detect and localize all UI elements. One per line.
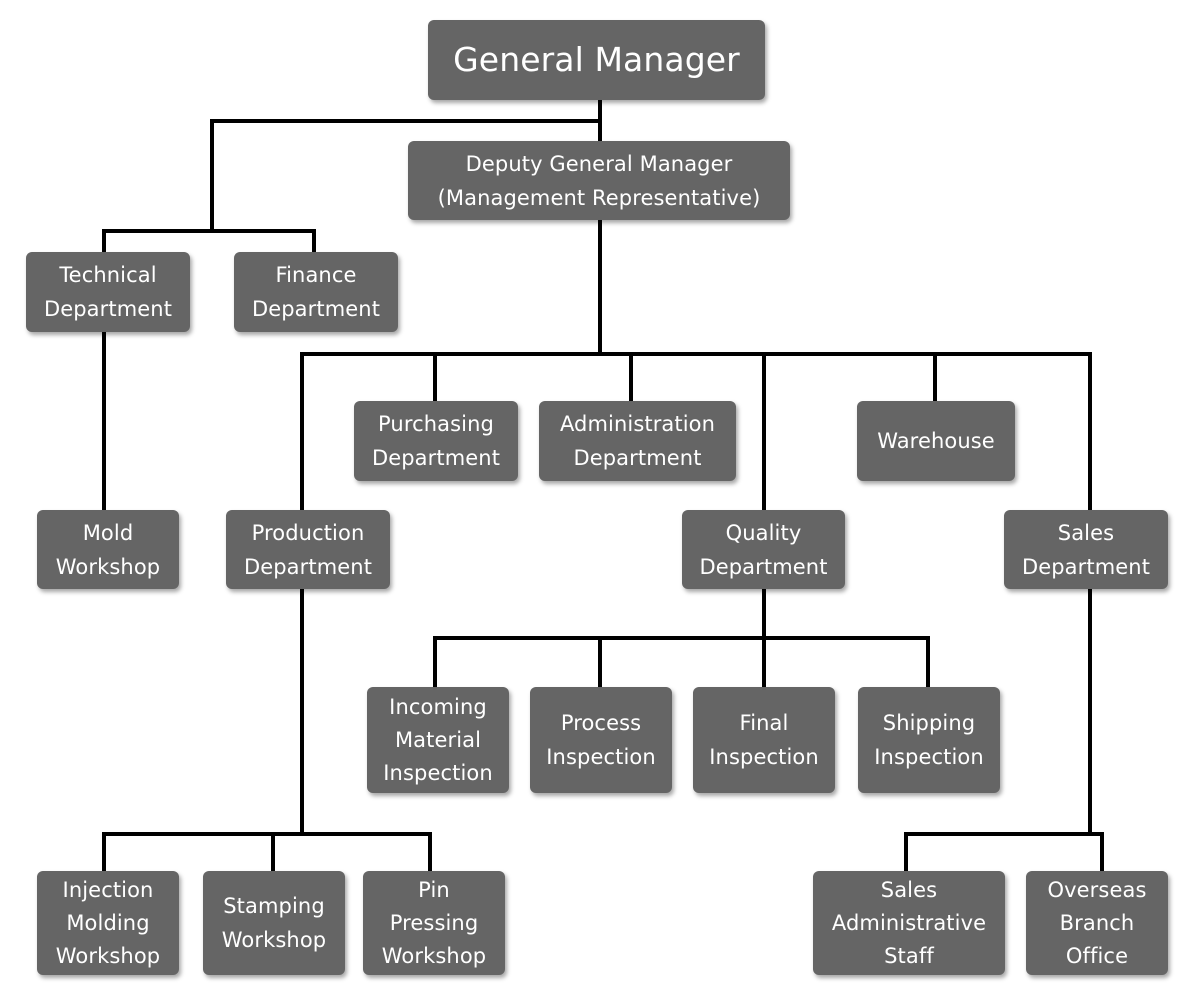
node-shipping-inspection: Shipping Inspection xyxy=(858,687,1000,793)
node-pin-pressing-workshop: Pin Pressing Workshop xyxy=(363,871,505,975)
sales-department-label: Sales Department xyxy=(1021,520,1151,579)
node-deputy-general-manager: Deputy General Manager (Management Repre… xyxy=(408,141,790,220)
node-overseas-branch-office: Overseas Branch Office xyxy=(1026,871,1168,975)
node-warehouse: Warehouse xyxy=(857,401,1015,481)
connector-main-bus xyxy=(300,352,1092,510)
connector-inspections-bus xyxy=(433,636,930,687)
mold-workshop-label: Mold Workshop xyxy=(55,520,161,579)
general-manager-label: General Manager xyxy=(453,40,740,79)
node-mold-workshop: Mold Workshop xyxy=(37,510,179,589)
node-technical-department: Technical Department xyxy=(26,252,190,332)
node-incoming-material-inspection: Incoming Material Inspection xyxy=(367,687,509,793)
finance-department-label: Finance Department xyxy=(251,263,381,321)
incoming-material-inspection-label: Incoming Material Inspection xyxy=(383,694,493,785)
production-department-label: Production Department xyxy=(243,520,373,579)
warehouse-label: Warehouse xyxy=(877,429,995,453)
connector-sales-bus xyxy=(904,832,1104,871)
node-administration-department: Administration Department xyxy=(539,401,736,481)
node-sales-administrative-staff: Sales Administrative Staff xyxy=(813,871,1005,975)
node-stamping-workshop: Stamping Workshop xyxy=(203,871,345,975)
connector-workshops-bus xyxy=(102,832,432,871)
node-final-inspection: Final Inspection xyxy=(693,687,835,793)
injection-molding-workshop-label: Injection Molding Workshop xyxy=(55,877,161,968)
stamping-workshop-label: Stamping Workshop xyxy=(221,894,327,952)
process-inspection-label: Process Inspection xyxy=(546,711,656,769)
deputy-general-manager-label: Deputy General Manager (Management Repre… xyxy=(437,151,761,210)
quality-department-label: Quality Department xyxy=(699,520,828,579)
connector-tech-finance-bus xyxy=(102,229,316,252)
node-general-manager: General Manager xyxy=(428,20,765,100)
node-finance-department: Finance Department xyxy=(234,252,398,332)
technical-department-label: Technical Department xyxy=(43,263,173,321)
node-quality-department: Quality Department xyxy=(682,510,845,589)
shipping-inspection-label: Shipping Inspection xyxy=(874,711,984,769)
sales-administrative-staff-label: Sales Administrative Staff xyxy=(831,877,987,968)
node-process-inspection: Process Inspection xyxy=(530,687,672,793)
node-sales-department: Sales Department xyxy=(1004,510,1168,589)
pin-pressing-workshop-label: Pin Pressing Workshop xyxy=(381,877,487,968)
node-production-department: Production Department xyxy=(226,510,390,589)
overseas-branch-office-label: Overseas Branch Office xyxy=(1047,877,1147,968)
node-injection-molding-workshop: Injection Molding Workshop xyxy=(37,871,179,975)
purchasing-department-label: Purchasing Department xyxy=(371,412,501,470)
connector-gm-to-tech-finance-bus xyxy=(210,119,600,231)
final-inspection-label: Final Inspection xyxy=(709,711,819,769)
node-purchasing-department: Purchasing Department xyxy=(354,401,518,481)
administration-department-label: Administration Department xyxy=(559,412,716,470)
